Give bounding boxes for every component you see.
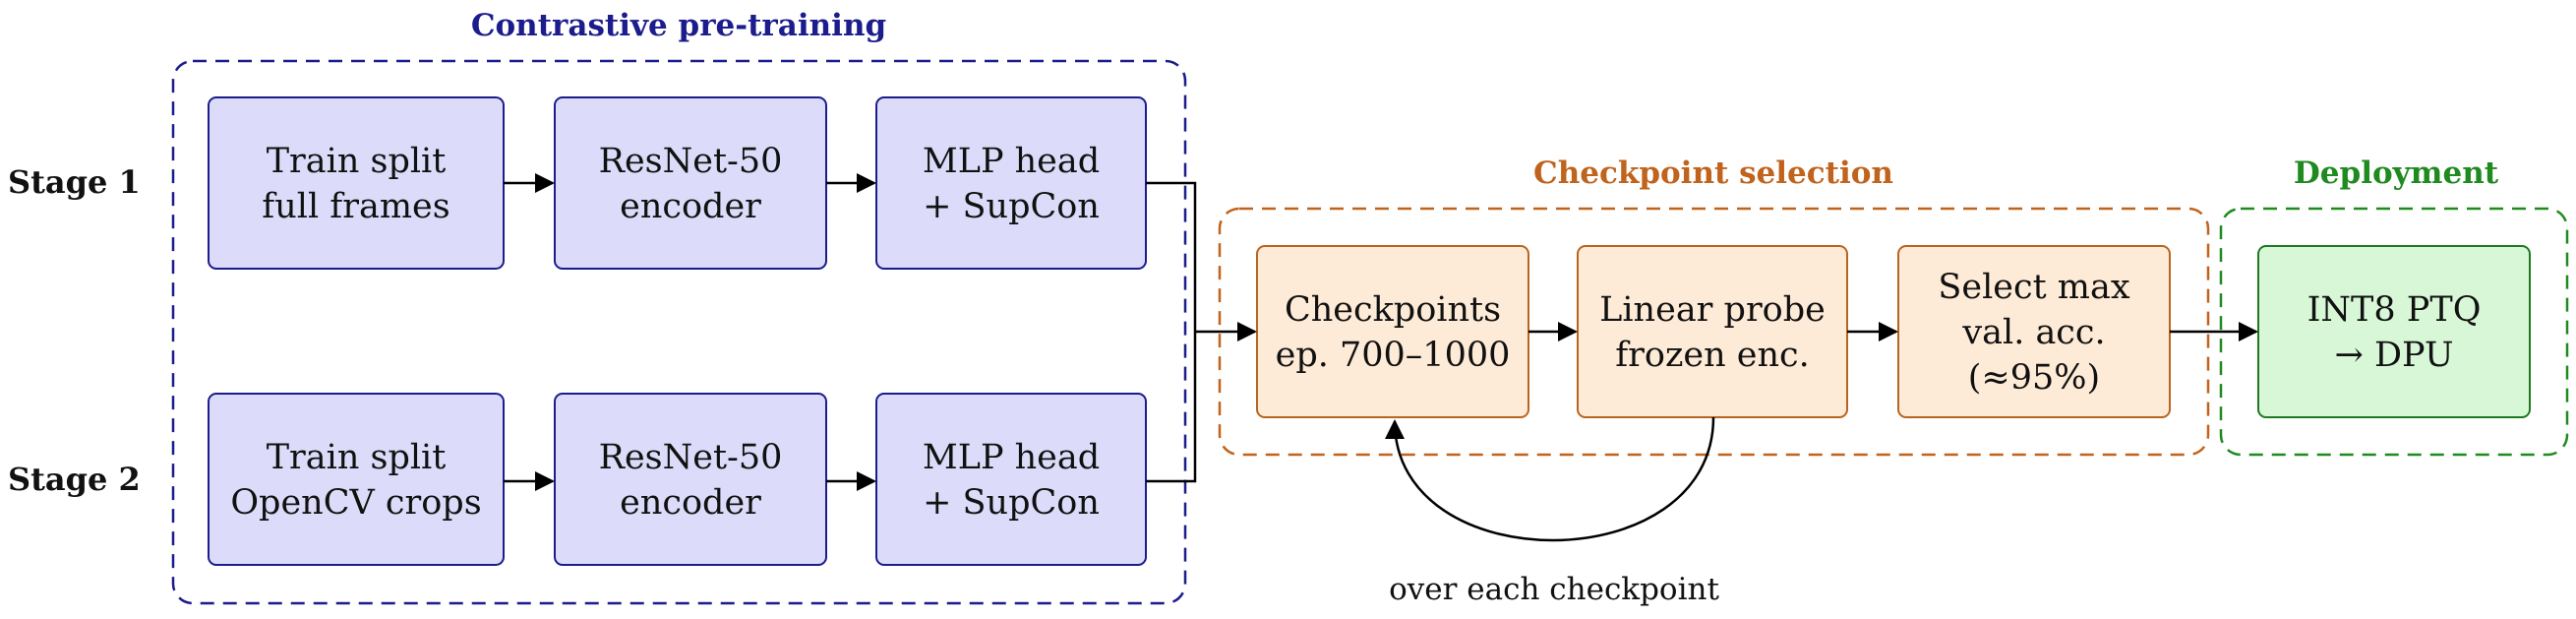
deployment-group-title: Deployment bbox=[2294, 155, 2499, 191]
pretraining-group-frame bbox=[171, 59, 1187, 605]
s1_encoder-line-2: encoder bbox=[620, 187, 761, 226]
s1-encoder-box: ResNet-50 encoder bbox=[554, 96, 827, 270]
checkpoints-box: Checkpoints ep. 700–1000 bbox=[1256, 245, 1529, 418]
deploy-text: INT8 PTQ → DPU bbox=[2307, 290, 2482, 375]
s1_data-line-2: full frames bbox=[262, 187, 449, 226]
s2_encoder-line-2: encoder bbox=[620, 483, 761, 523]
s2_encoder-line-1: ResNet-50 bbox=[599, 438, 783, 477]
select-line-3: (≈95%) bbox=[1968, 358, 2100, 398]
s1_data-rect bbox=[208, 96, 505, 270]
select-text: Select max val. acc. (≈95%) bbox=[1938, 268, 2129, 398]
probe-line-1: Linear probe bbox=[1599, 290, 1826, 330]
s1_head-text: MLP head + SupCon bbox=[923, 142, 1100, 226]
s2_head-text: MLP head + SupCon bbox=[923, 438, 1100, 523]
s2_head-rect bbox=[875, 393, 1147, 566]
s2_data-line-1: Train split bbox=[267, 438, 447, 477]
probe-rect bbox=[1577, 245, 1848, 418]
s1_encoder-line-1: ResNet-50 bbox=[599, 142, 783, 181]
s2_data-rect bbox=[208, 393, 505, 566]
select-line-2: val. acc. bbox=[1961, 313, 2105, 352]
checkpoints-line-1: Checkpoints bbox=[1285, 290, 1501, 330]
deployment-group-frame bbox=[2219, 207, 2569, 457]
probe-line-2: frozen enc. bbox=[1615, 336, 1810, 375]
s1_head-line-1: MLP head bbox=[923, 142, 1100, 181]
s1_data-text: Train split full frames bbox=[262, 142, 449, 226]
s2_encoder-text: ResNet-50 encoder bbox=[599, 438, 783, 523]
stage1-label: Stage 1 bbox=[8, 163, 141, 201]
s2_data-line-2: OpenCV crops bbox=[230, 483, 481, 523]
s2_head-line-1: MLP head bbox=[923, 438, 1100, 477]
s2-encoder-box: ResNet-50 encoder bbox=[554, 393, 827, 566]
s2-mlp-head-box: MLP head + SupCon bbox=[875, 393, 1147, 566]
pretraining-group-title: Contrastive pre-training bbox=[471, 8, 886, 43]
s2_encoder-rect bbox=[554, 393, 827, 566]
s1-mlp-head-box: MLP head + SupCon bbox=[875, 96, 1147, 270]
checkpoints-text: Checkpoints ep. 700–1000 bbox=[1276, 290, 1511, 375]
select-line-1: Select max bbox=[1938, 268, 2129, 307]
s1_encoder-text: ResNet-50 encoder bbox=[599, 142, 783, 226]
connector-s2-head-to-merge bbox=[1146, 332, 1197, 483]
linear-probe-box: Linear probe frozen enc. bbox=[1577, 245, 1848, 418]
int8-deploy-box: INT8 PTQ → DPU bbox=[2257, 245, 2531, 418]
deploy-line-1: INT8 PTQ bbox=[2307, 290, 2482, 330]
checkpoints-rect bbox=[1256, 245, 1529, 418]
s1_encoder-rect bbox=[554, 96, 827, 270]
connector-s1-head-to-merge bbox=[1146, 181, 1197, 332]
s1_head-line-2: + SupCon bbox=[923, 187, 1100, 226]
s1_data-line-1: Train split bbox=[267, 142, 447, 181]
loop-arrow-probe-to-checkpoints bbox=[1385, 416, 1715, 542]
deploy-line-2: → DPU bbox=[2335, 336, 2454, 375]
loop-caption: over each checkpoint bbox=[1389, 572, 1719, 607]
probe-text: Linear probe frozen enc. bbox=[1599, 290, 1826, 375]
s1-train-split-box: Train split full frames bbox=[208, 96, 505, 270]
checkpoints-line-2: ep. 700–1000 bbox=[1276, 336, 1511, 375]
select-max-box: Select max val. acc. (≈95%) bbox=[1897, 245, 2171, 418]
selection-group-title: Checkpoint selection bbox=[1533, 155, 1893, 191]
s2_head-line-2: + SupCon bbox=[923, 483, 1100, 523]
stage2-label: Stage 2 bbox=[8, 461, 141, 498]
s1_head-rect bbox=[875, 96, 1147, 270]
deploy-rect bbox=[2257, 245, 2531, 418]
